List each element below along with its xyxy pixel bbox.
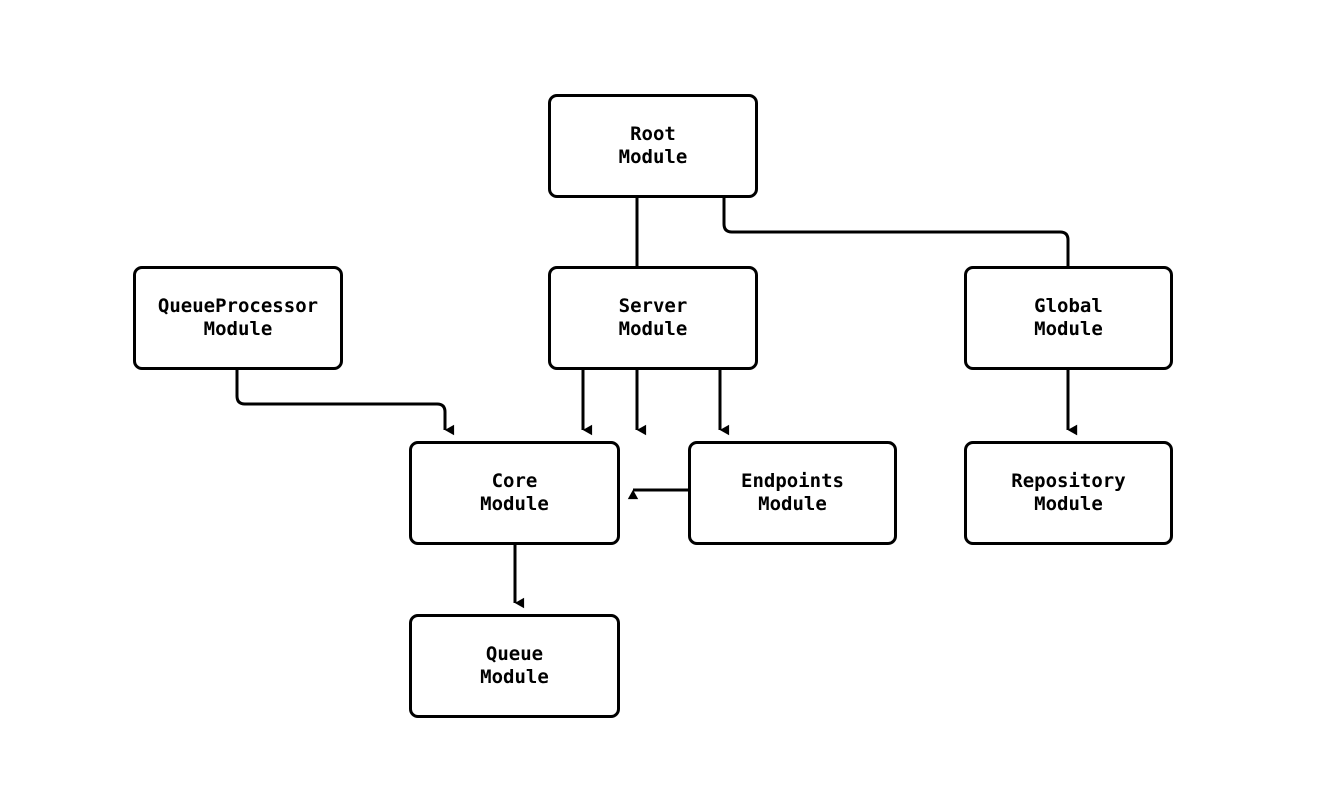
node-root-module[interactable]: Root Module bbox=[548, 94, 758, 198]
node-repository-module-label-line2: Module bbox=[1034, 493, 1103, 515]
node-queue-module-label-line1: Queue bbox=[485, 643, 544, 665]
node-repository-module[interactable]: Repository Module bbox=[964, 441, 1173, 545]
node-core-module-label-line2: Module bbox=[480, 493, 549, 515]
node-endpoints-module-label-line2: Module bbox=[758, 493, 827, 515]
node-core-module[interactable]: Core Module bbox=[409, 441, 620, 545]
node-global-module-label-line2: Module bbox=[1034, 318, 1103, 340]
node-endpoints-module[interactable]: Endpoints Module bbox=[688, 441, 897, 545]
node-queueprocessor-module[interactable]: QueueProcessor Module bbox=[133, 266, 343, 370]
node-server-module[interactable]: Server Module bbox=[548, 266, 758, 370]
node-global-module-label-line1: Global bbox=[1034, 295, 1103, 317]
node-queueprocessor-module-label-line1: QueueProcessor bbox=[157, 295, 319, 317]
node-queue-module-label-line2: Module bbox=[480, 666, 549, 688]
node-root-module-label-line2: Module bbox=[618, 146, 688, 168]
node-server-module-label-line1: Server bbox=[618, 295, 688, 317]
node-core-module-label-line1: Core bbox=[491, 470, 538, 492]
node-endpoints-module-label-line1: Endpoints bbox=[741, 470, 844, 492]
edge-queueprocessor-to-core bbox=[235, 370, 455, 436]
node-queueprocessor-module-label-line2: Module bbox=[203, 318, 273, 340]
node-root-module-label-line1: Root bbox=[630, 123, 676, 145]
node-queue-module[interactable]: Queue Module bbox=[409, 614, 620, 718]
node-global-module[interactable]: Global Module bbox=[964, 266, 1173, 370]
node-server-module-label-line2: Module bbox=[618, 318, 688, 340]
node-repository-module-label-line1: Repository bbox=[1011, 470, 1126, 492]
